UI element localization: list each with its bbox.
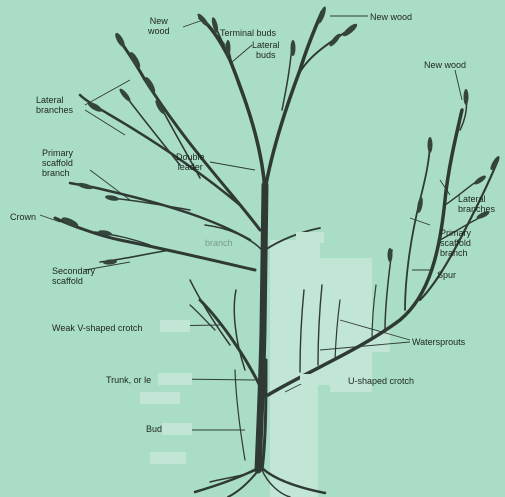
- label-lateral-buds: Lateral buds: [252, 40, 280, 60]
- obscured-region: [160, 320, 190, 332]
- label-terminal-buds: Terminal buds: [220, 28, 276, 38]
- label-new-wood-right: New wood: [424, 60, 466, 70]
- label-watersprouts: Watersprouts: [412, 337, 465, 347]
- label-weak-v-crotch: Weak V-shaped crotch: [52, 323, 142, 333]
- label-double-leader: Double leader: [176, 152, 205, 172]
- label-primary-scaffold-left: Primary scaffold branch: [42, 148, 73, 178]
- obscured-region: [300, 374, 340, 384]
- obscured-region: [162, 423, 192, 435]
- label-trunk: Trunk, or le: [106, 375, 151, 385]
- label-primary-scaffold-right: Primary scaffold branch: [440, 228, 471, 258]
- bud-tufts: [61, 6, 502, 265]
- label-new-wood-top-right: New wood: [370, 12, 412, 22]
- label-spur: Spur: [437, 270, 456, 280]
- label-crown: Crown: [10, 212, 36, 222]
- obscured-region: [158, 373, 192, 385]
- label-new-wood-left: New wood: [148, 16, 170, 36]
- label-lateral-branches-left: Lateral branches: [36, 95, 73, 115]
- label-branch-faint: branch: [205, 238, 233, 248]
- lower-right-panel: [270, 240, 390, 497]
- obscured-region: [150, 452, 186, 464]
- label-u-shaped-crotch: U-shaped crotch: [348, 376, 414, 386]
- obscured-region: [296, 232, 324, 243]
- label-bud: Bud: [146, 424, 162, 434]
- obscured-region: [140, 392, 180, 404]
- label-lateral-branches-right: Lateral branches: [458, 194, 495, 214]
- label-secondary-scaffold: Secondary scaffold: [52, 266, 95, 286]
